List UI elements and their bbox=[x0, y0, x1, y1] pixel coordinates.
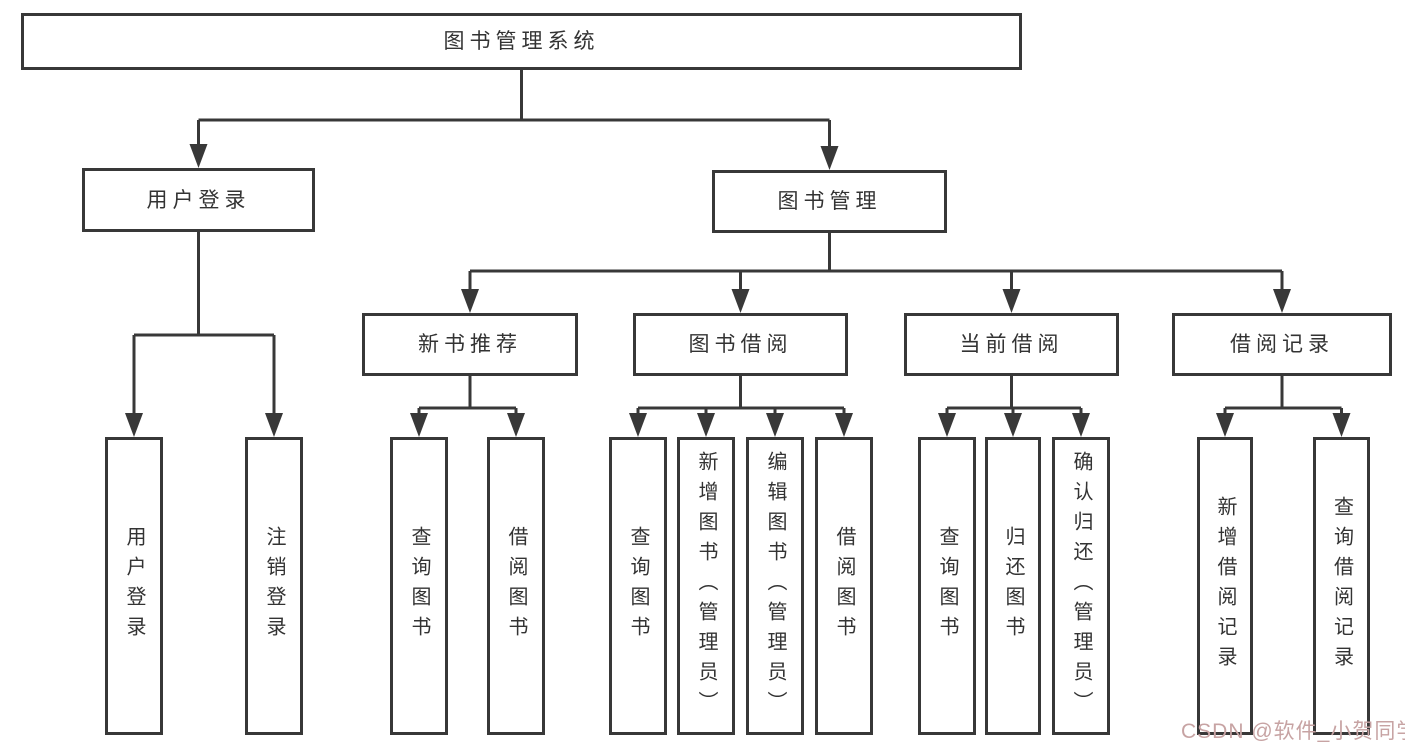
arrowhead-icon bbox=[1002, 289, 1021, 313]
node-user-login-label: 用户登录 bbox=[146, 188, 251, 212]
arrowhead-icon bbox=[766, 413, 784, 437]
node-user-login: 用户登录 bbox=[82, 168, 315, 232]
leaf-records-query-record: 查询借阅记录 bbox=[1313, 437, 1370, 735]
arrowhead-icon bbox=[629, 413, 647, 437]
node-new-book-recommend-label: 新书推荐 bbox=[418, 333, 522, 356]
node-borrow-records: 借阅记录 bbox=[1172, 313, 1392, 376]
leaf-user-login-label: 用户登录 bbox=[123, 526, 145, 646]
leaf-current-return-books: 归还图书 bbox=[985, 437, 1041, 735]
leaf-borrow-query-books: 查询图书 bbox=[609, 437, 667, 735]
node-book-management: 图书管理 bbox=[712, 170, 947, 233]
node-book-borrow-label: 图书借阅 bbox=[688, 333, 793, 356]
leaf-current-query-books-label: 查询图书 bbox=[936, 526, 958, 646]
leaf-borrow-borrow-books: 借阅图书 bbox=[815, 437, 873, 735]
arrowhead-icon bbox=[835, 413, 853, 437]
node-book-management-label: 图书管理 bbox=[777, 190, 882, 213]
arrowhead-icon bbox=[820, 146, 839, 170]
leaf-newbook-query-books-label: 查询图书 bbox=[408, 526, 430, 646]
arrowhead-icon bbox=[1072, 413, 1090, 437]
node-borrow-records-label: 借阅记录 bbox=[1230, 333, 1334, 356]
leaf-newbook-query-books: 查询图书 bbox=[390, 437, 448, 735]
leaf-logout-label: 注销登录 bbox=[263, 526, 285, 646]
leaf-records-add-record-label: 新增借阅记录 bbox=[1214, 496, 1236, 676]
arrowhead-icon bbox=[731, 289, 750, 313]
csdn-watermark: CSDN @软件_小贺同学 bbox=[1181, 720, 1405, 743]
node-current-borrow-label: 当前借阅 bbox=[959, 333, 1064, 356]
leaf-current-confirm-return-admin-label: 确认归还（管理员） bbox=[1070, 451, 1092, 721]
arrowhead-icon bbox=[125, 413, 143, 437]
arrowhead-icon bbox=[265, 413, 283, 437]
leaf-records-query-record-label: 查询借阅记录 bbox=[1330, 496, 1353, 676]
node-root-label: 图书管理系统 bbox=[443, 30, 600, 53]
arrowhead-icon bbox=[1004, 413, 1022, 437]
leaf-borrow-edit-books-admin-label: 编辑图书（管理员） bbox=[764, 451, 786, 721]
leaf-borrow-borrow-books-label: 借阅图书 bbox=[833, 526, 855, 646]
leaf-borrow-edit-books-admin: 编辑图书（管理员） bbox=[746, 437, 804, 735]
node-current-borrow: 当前借阅 bbox=[904, 313, 1119, 376]
leaf-records-add-record: 新增借阅记录 bbox=[1197, 437, 1253, 735]
leaf-user-login: 用户登录 bbox=[105, 437, 163, 735]
arrowhead-icon bbox=[461, 289, 479, 313]
node-new-book-recommend: 新书推荐 bbox=[362, 313, 578, 376]
node-root: 图书管理系统 bbox=[21, 13, 1022, 70]
arrowhead-icon bbox=[189, 144, 208, 168]
leaf-current-confirm-return-admin: 确认归还（管理员） bbox=[1052, 437, 1110, 735]
leaf-newbook-borrow-books-label: 借阅图书 bbox=[505, 526, 527, 646]
leaf-current-query-books: 查询图书 bbox=[918, 437, 976, 735]
arrowhead-icon bbox=[697, 413, 715, 437]
arrowhead-icon bbox=[1332, 413, 1351, 437]
leaf-logout: 注销登录 bbox=[245, 437, 303, 735]
leaf-newbook-borrow-books: 借阅图书 bbox=[487, 437, 545, 735]
arrowhead-icon bbox=[1273, 289, 1291, 313]
node-book-borrow: 图书借阅 bbox=[633, 313, 848, 376]
arrowhead-icon bbox=[507, 413, 525, 437]
leaf-borrow-query-books-label: 查询图书 bbox=[627, 526, 649, 646]
arrowhead-icon bbox=[938, 413, 956, 437]
arrowhead-icon bbox=[1216, 413, 1234, 437]
leaf-borrow-add-books-admin: 新增图书（管理员） bbox=[677, 437, 735, 735]
leaf-current-return-books-label: 归还图书 bbox=[1002, 526, 1024, 646]
leaf-borrow-add-books-admin-label: 新增图书（管理员） bbox=[695, 451, 717, 721]
arrowhead-icon bbox=[410, 413, 428, 437]
